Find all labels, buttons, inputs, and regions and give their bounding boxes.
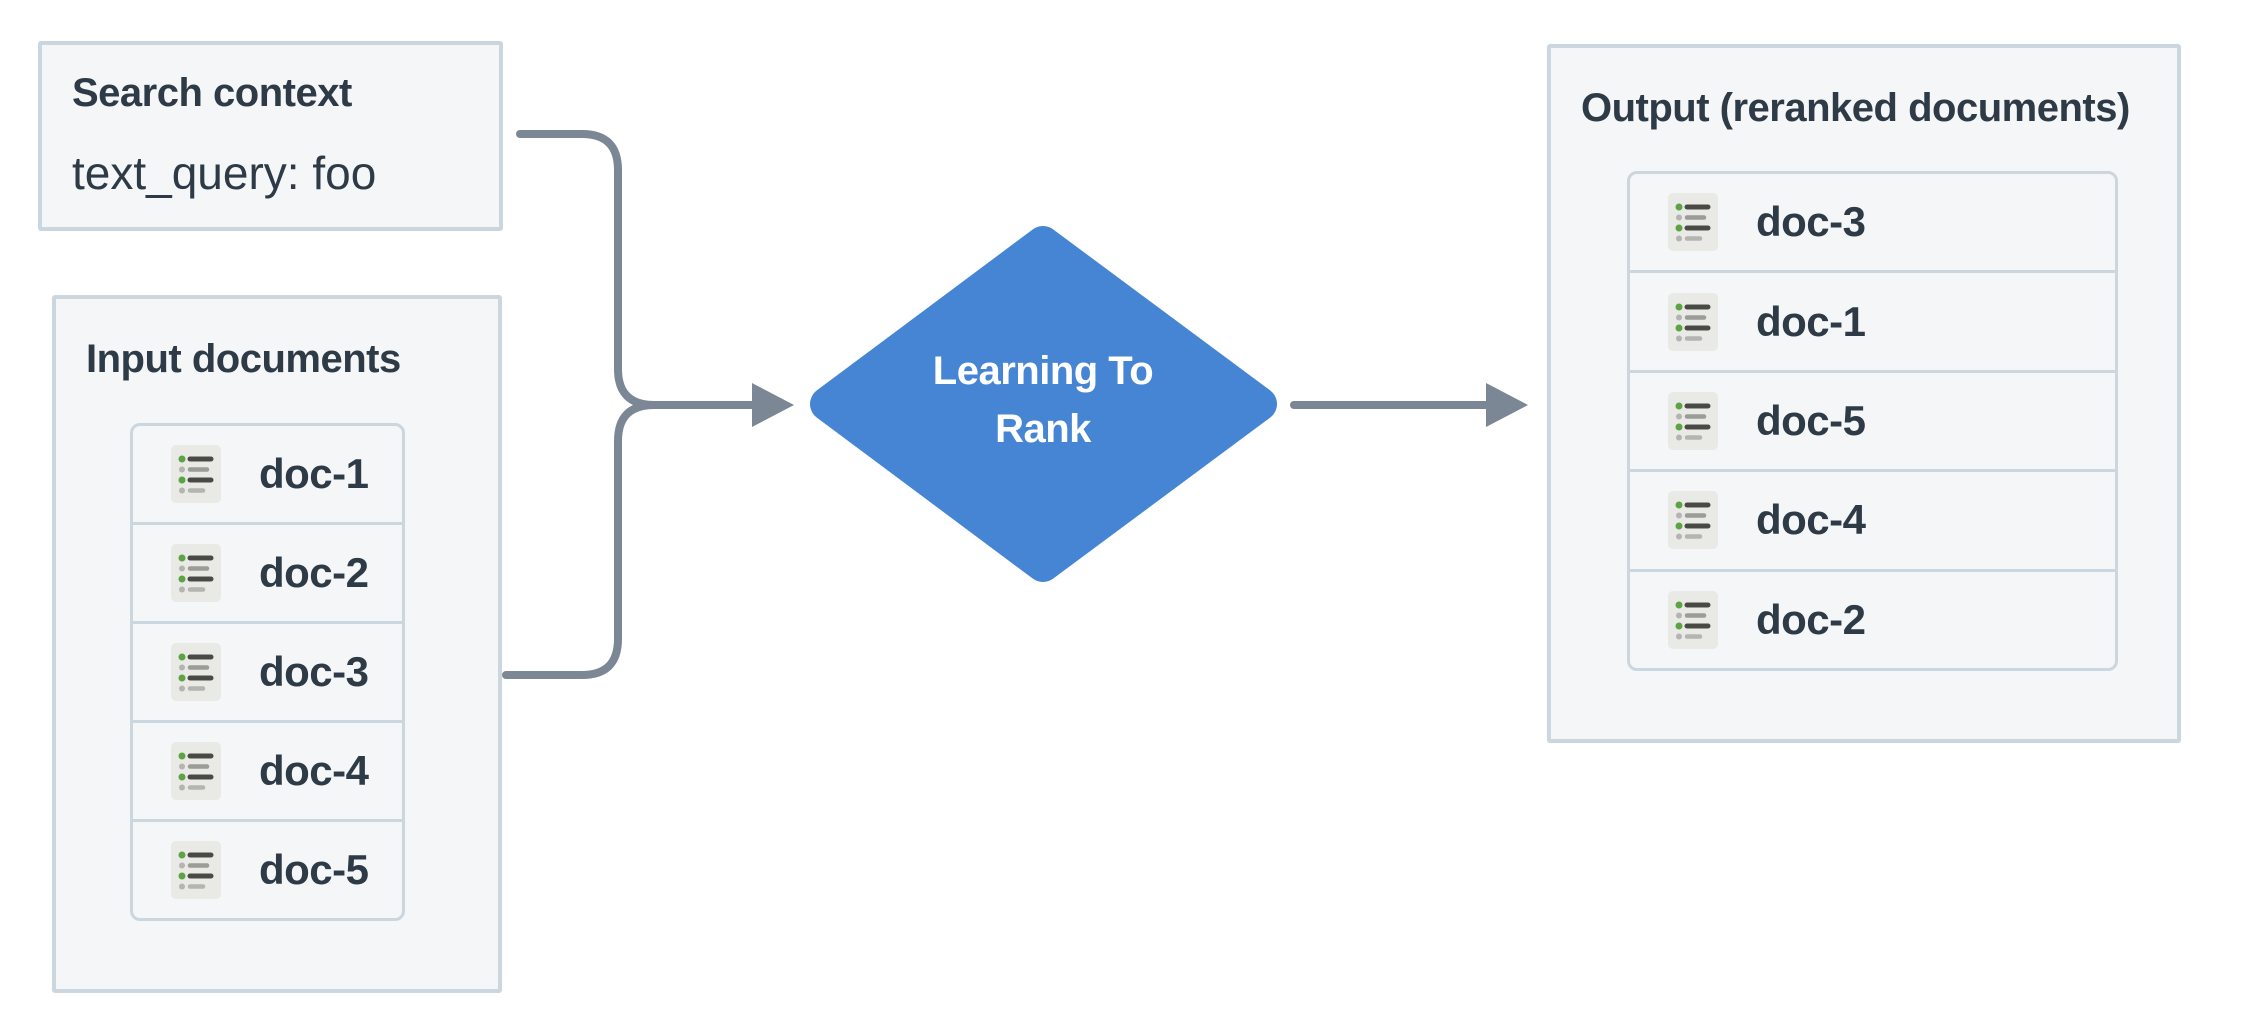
document-lines-icon: [171, 742, 221, 800]
document-lines-icon: [1668, 292, 1718, 351]
doc-label: doc-1: [1756, 297, 1866, 345]
document-lines-icon: [171, 544, 221, 602]
doc-label: doc-4: [259, 747, 369, 794]
doc-label: doc-1: [259, 450, 369, 497]
doc-label: doc-2: [1756, 595, 1866, 643]
input-doc-list: doc-1 doc-2: [130, 423, 405, 921]
doc-list-item: doc-5: [133, 822, 402, 918]
connector-docs-to-diamond: [502, 401, 756, 679]
document-lines-icon: [171, 643, 221, 701]
diamond-label-line2: Rank: [995, 407, 1091, 451]
document-lines-icon: [1668, 193, 1718, 252]
doc-label: doc-5: [1756, 397, 1866, 445]
doc-list-item: doc-1: [1630, 273, 2115, 373]
output-documents-title: Output (reranked documents): [1581, 86, 2130, 130]
document-lines-icon: [171, 445, 221, 503]
document-lines-icon: [1668, 590, 1718, 649]
output-documents-panel: Output (reranked documents): [1547, 44, 2181, 743]
doc-list-item: doc-2: [133, 525, 402, 624]
doc-list-item: doc-2: [1630, 572, 2115, 668]
doc-label: doc-2: [259, 549, 369, 596]
doc-list-item: doc-3: [133, 624, 402, 723]
doc-list-item: doc-3: [1630, 174, 2115, 274]
doc-list-item: doc-5: [1630, 373, 2115, 473]
search-context-query: text_query: foo: [72, 147, 377, 199]
search-context-panel: Search context text_query: foo: [38, 41, 503, 231]
diamond-label-line1: Learning To: [932, 349, 1154, 393]
doc-label: doc-4: [1756, 496, 1866, 544]
connector-search-to-diamond: [516, 130, 756, 409]
document-lines-icon: [1668, 392, 1718, 451]
arrowhead-into-diamond: [752, 383, 794, 427]
doc-list-item: doc-4: [133, 723, 402, 822]
diamond-label: Learning To Rank: [843, 342, 1243, 458]
input-documents-title: Input documents: [86, 337, 401, 381]
doc-label: doc-3: [1756, 198, 1866, 246]
input-documents-panel: Input documents doc-1: [52, 295, 502, 993]
search-context-title: Search context: [72, 71, 352, 115]
doc-list-item: doc-4: [1630, 472, 2115, 572]
output-doc-list: doc-3 doc-1: [1627, 171, 2118, 671]
doc-label: doc-3: [259, 648, 369, 695]
document-lines-icon: [171, 841, 221, 899]
doc-label: doc-5: [259, 846, 369, 893]
doc-list-item: doc-1: [133, 426, 402, 525]
arrowhead-into-output: [1486, 383, 1528, 427]
document-lines-icon: [1668, 491, 1718, 550]
